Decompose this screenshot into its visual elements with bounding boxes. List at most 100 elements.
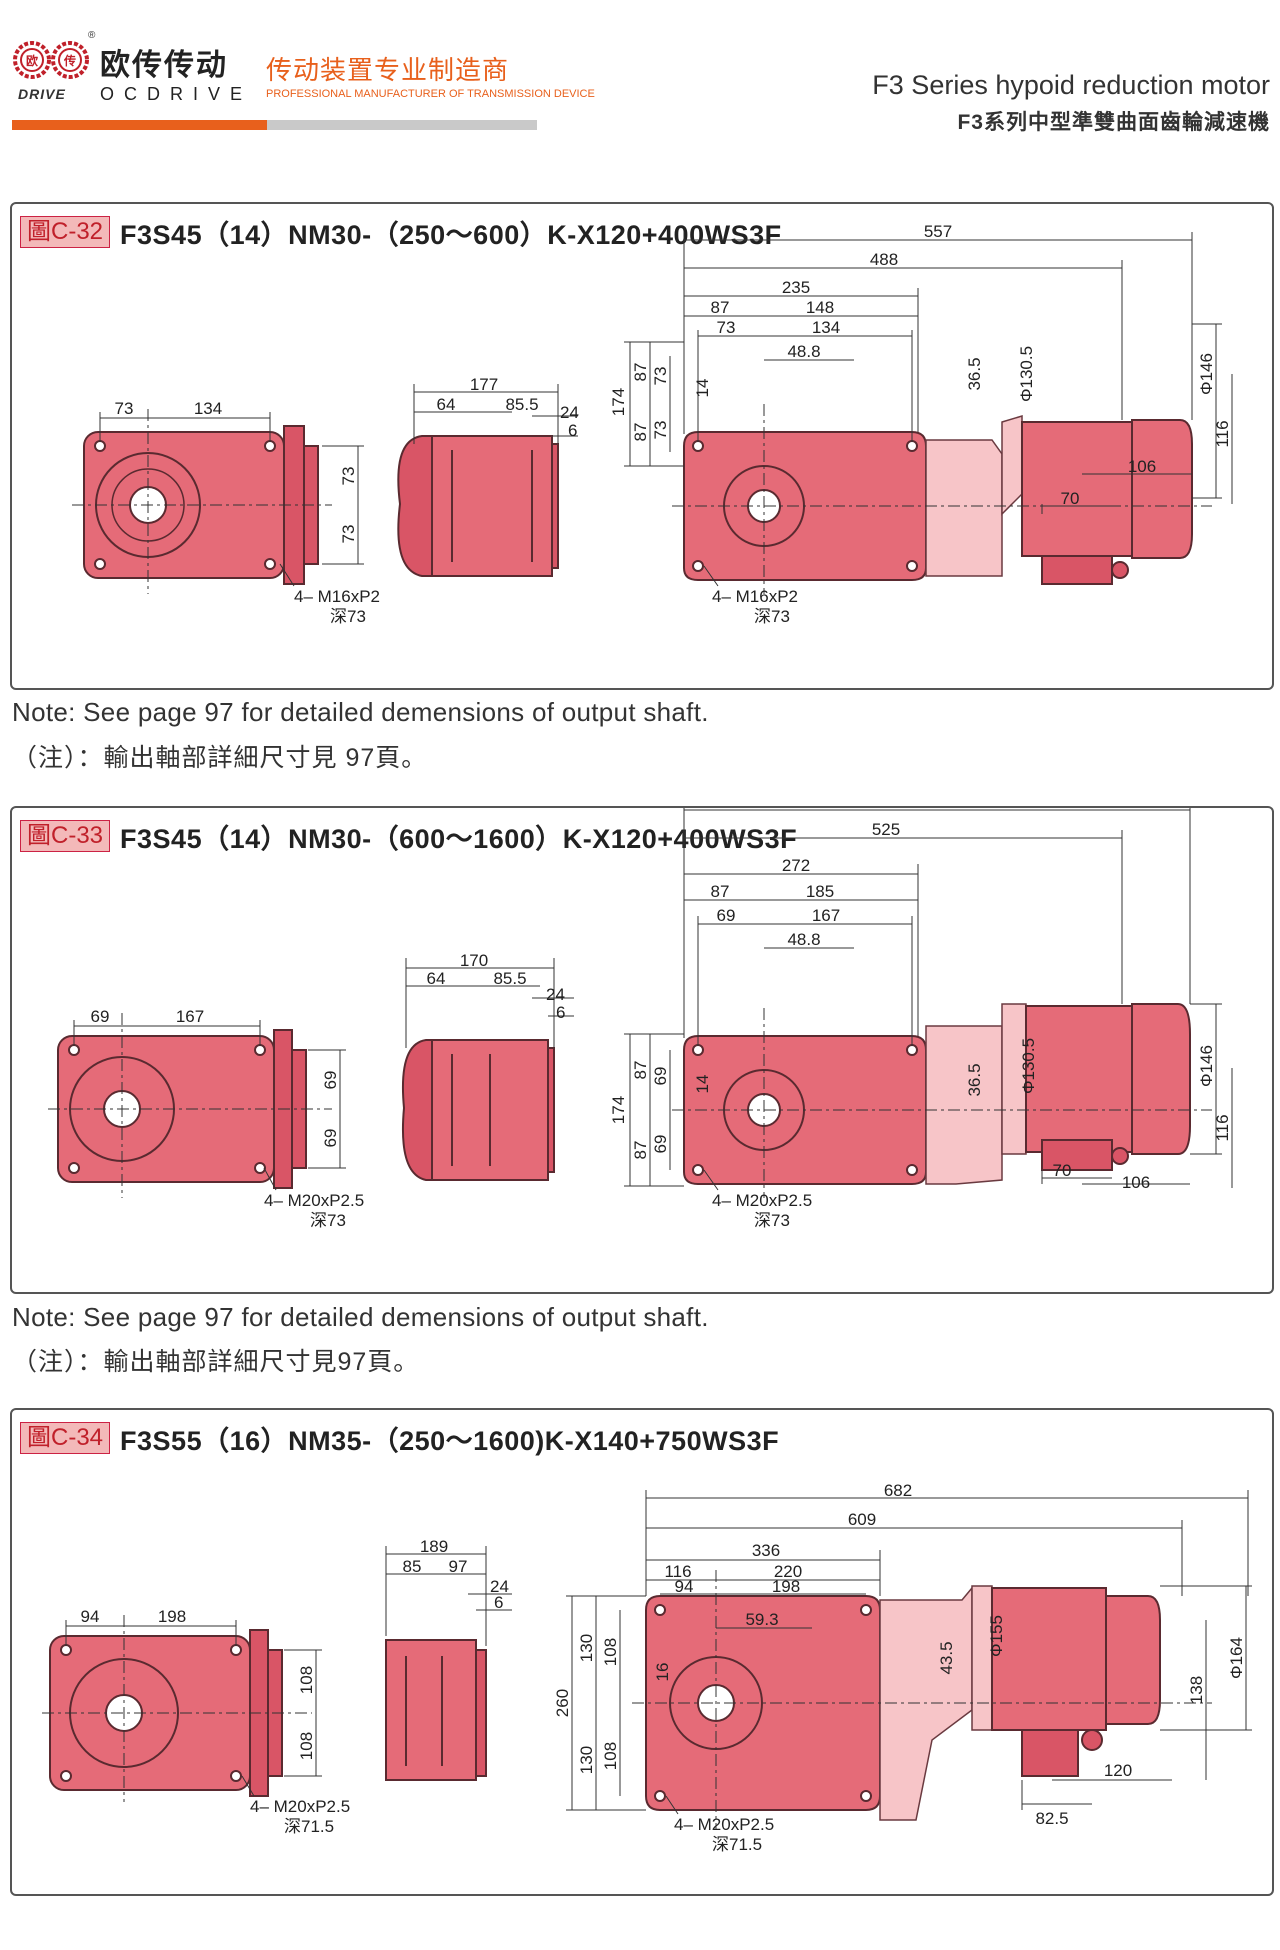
header-bar-gray — [267, 120, 537, 130]
dim-label: 87 — [711, 882, 730, 901]
dim-label: 167 — [812, 906, 840, 925]
drawing-panel-c33: 圖C-33 F3S45（14）NM30-（600～1600）K-X120+400… — [10, 806, 1274, 1294]
note-cn: （注）：輸出軸部詳細尺寸見97頁。 — [12, 1348, 420, 1376]
dim-label: 85.5 — [505, 395, 538, 414]
dim-label: 87 — [631, 1141, 650, 1160]
dim-label: Φ146 — [1197, 1045, 1216, 1087]
figure-tag: 圖C-32 — [20, 216, 111, 248]
main-view: 682 609 336 116 220 94 198 59.3 260 130 … — [553, 1481, 1252, 1854]
slogan-en: PROFESSIONAL MANUFACTURER OF TRANSMISSIO… — [266, 88, 595, 100]
figure-tag: 圖C-34 — [20, 1422, 111, 1454]
front-view: 69 167 69 69 4– M20xP2.5 深73 — [48, 1007, 364, 1230]
dim-label: 87 — [631, 1061, 650, 1080]
dim-label: 64 — [437, 395, 456, 414]
dim-label: 73 — [115, 399, 134, 418]
thread-depth: 深71.5 — [284, 1817, 334, 1836]
panel-heading: 圖C-32 F3S45（14）NM30-（250～600）K-X120+400W… — [20, 216, 782, 250]
thread-depth: 深73 — [754, 1211, 790, 1230]
dim-label: 70 — [1053, 1161, 1072, 1180]
dim-label: 36.5 — [965, 357, 984, 390]
page-header: 欧 传 ® 欧传传动 DRIVE OCDRIVE 传动装置专业制造商 PROFE… — [0, 0, 1280, 135]
dim-label: 69 — [91, 1007, 110, 1026]
dim-label: 69 — [651, 1067, 670, 1086]
dim-label: 174 — [609, 388, 628, 416]
dim-label: 59.3 — [745, 1610, 778, 1629]
dim-label: 69 — [321, 1129, 340, 1148]
thread-spec: 4– M20xP2.5 — [264, 1191, 364, 1210]
dim-label: 198 — [158, 1607, 186, 1626]
dimension-drawing: 73 134 73 73 4– M16xP2 深73 177 64 85.5 2… — [72, 222, 1233, 626]
dim-label: 48.8 — [787, 342, 820, 361]
drawing-panel-c34: 圖C-34 F3S55（16）NM35-（250～1600)K-X140+750… — [10, 1408, 1274, 1896]
dim-label: 69 — [651, 1135, 670, 1154]
dim-label: 682 — [884, 1481, 912, 1500]
dim-label: 64 — [427, 969, 446, 988]
front-view: 73 134 73 73 4– M16xP2 深73 — [72, 399, 380, 626]
dim-label: 87 — [631, 363, 650, 382]
brand-name-cn: 欧传传动 — [100, 49, 228, 82]
figure-tag: 圖C-33 — [20, 820, 111, 852]
dim-label: Φ155 — [987, 1615, 1006, 1657]
model-code: F3S45（14）NM30-（250～600）K-X120+400WS3F — [120, 219, 782, 250]
dim-label: 134 — [812, 318, 840, 337]
model-code: F3S55（16）NM35-（250～1600)K-X140+750WS3F — [120, 1425, 780, 1456]
side-view: 177 64 85.5 24 6 — [397, 375, 579, 577]
note-cn: （注）：輸出軸部詳細尺寸見 97頁。 — [12, 744, 428, 772]
main-view: 557 488 235 87 148 73 134 48.8 174 87 87… — [609, 222, 1233, 626]
thread-spec: 4– M20xP2.5 — [674, 1815, 774, 1834]
header-bar-orange — [12, 120, 267, 130]
dim-label: 14 — [693, 1075, 712, 1094]
dim-label: 6 — [494, 1593, 503, 1612]
dim-label: 73 — [651, 421, 670, 440]
thread-depth: 深73 — [310, 1211, 346, 1230]
dim-label: Φ130.5 — [1019, 1038, 1038, 1094]
note-en: Note: See page 97 for detailed demension… — [12, 697, 709, 727]
dimension-drawing: 69 167 69 69 4– M20xP2.5 深73 170 64 85.5… — [48, 808, 1233, 1230]
dim-label: 108 — [601, 1638, 620, 1666]
dim-label: 24 — [560, 403, 579, 422]
note-en: Note: See page 97 for detailed demension… — [12, 1302, 709, 1332]
dim-label: 138 — [1187, 1676, 1206, 1704]
dim-label: 94 — [81, 1607, 100, 1626]
main-view: 594 525 272 87 185 69 167 48.8 174 87 87… — [609, 808, 1233, 1230]
dim-label: 488 — [870, 250, 898, 269]
thread-spec: 4– M16xP2 — [712, 587, 798, 606]
dim-label: 70 — [1061, 489, 1080, 508]
dim-label: 116 — [1213, 420, 1232, 447]
thread-depth: 深71.5 — [712, 1835, 762, 1854]
dim-label: 148 — [806, 298, 834, 317]
dim-label: 14 — [693, 379, 712, 398]
dim-label: 73 — [339, 525, 358, 544]
dim-label: 557 — [924, 222, 952, 241]
dim-label: 134 — [194, 399, 222, 418]
dim-label: 16 — [653, 1663, 672, 1682]
dim-label: 130 — [577, 1634, 596, 1662]
brand-logo-icon: 欧 传 — [13, 41, 89, 79]
dim-label: Φ164 — [1227, 1637, 1246, 1679]
drawing-panel-c32: 圖C-32 F3S45（14）NM30-（250～600）K-X120+400W… — [10, 202, 1274, 690]
thread-depth: 深73 — [330, 607, 366, 626]
logo-right-char: 传 — [63, 53, 76, 68]
dim-label: 272 — [782, 856, 810, 875]
side-view: 170 64 85.5 24 6 — [401, 951, 574, 1181]
thread-spec: 4– M16xP2 — [294, 587, 380, 606]
dim-label: 69 — [717, 906, 736, 925]
dim-label: 177 — [470, 375, 498, 394]
dim-label: 116 — [664, 1562, 691, 1581]
dim-label: 73 — [717, 318, 736, 337]
dim-label: 185 — [806, 882, 834, 901]
dim-label: 174 — [609, 1096, 628, 1124]
front-view: 94 198 108 108 4– M20xP2.5 深71.5 — [42, 1607, 350, 1836]
dim-label: 87 — [631, 423, 650, 442]
side-view: 189 85 97 24 6 — [385, 1537, 512, 1781]
logo-left-char: 欧 — [26, 53, 38, 68]
dim-label: 85 — [403, 1557, 422, 1576]
dim-label: 130 — [577, 1746, 596, 1774]
dim-label: 594 — [872, 808, 900, 810]
dim-label: 116 — [1213, 1114, 1232, 1141]
dim-label: 87 — [711, 298, 730, 317]
dim-label: 48.8 — [787, 930, 820, 949]
page-title-cn: F3系列中型準雙曲面齒輪減速機 — [957, 111, 1270, 134]
page-title-en: F3 Series hypoid reduction motor — [872, 70, 1270, 100]
dim-label: 167 — [176, 1007, 204, 1026]
